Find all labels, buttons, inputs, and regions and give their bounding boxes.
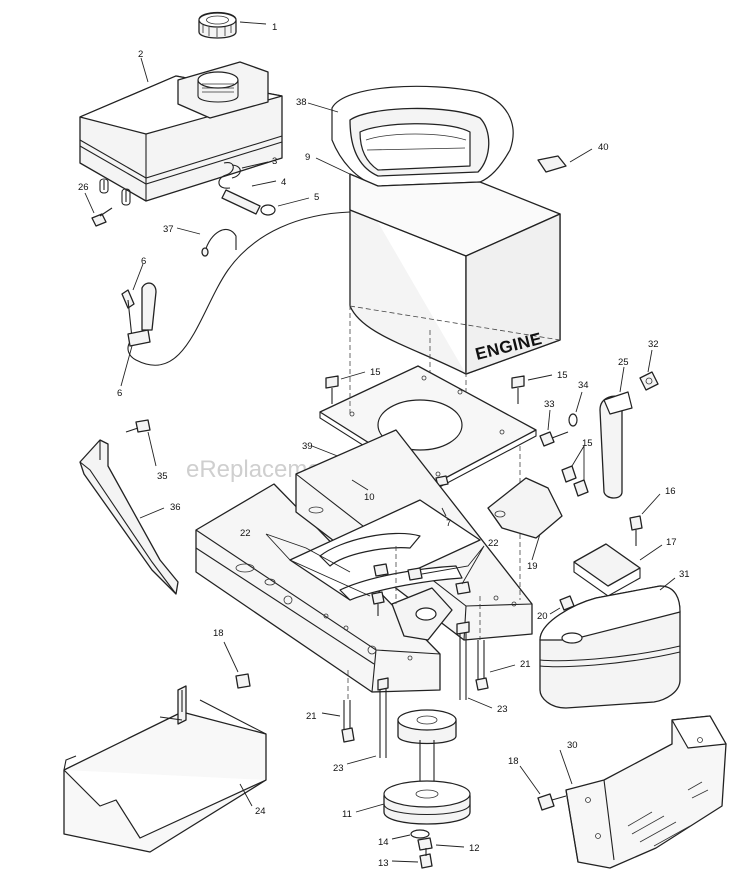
plate-bolt-15-left xyxy=(325,371,366,404)
screw-35 xyxy=(125,419,157,467)
callout-c15c: 15 xyxy=(582,438,593,449)
bolt-21-left xyxy=(321,670,355,743)
callout-c12: 12 xyxy=(469,843,480,854)
callout-c15b: 15 xyxy=(557,370,568,381)
callout-c6b: 6 xyxy=(117,388,122,399)
callout-c23b: 23 xyxy=(333,763,344,774)
callout-c14: 14 xyxy=(378,837,389,848)
callout-c38: 38 xyxy=(296,97,307,108)
callout-c32: 32 xyxy=(648,339,659,350)
bolt-16 xyxy=(629,493,661,546)
callout-c11: 11 xyxy=(342,809,352,820)
washer-34 xyxy=(568,391,583,427)
callout-c21b: 21 xyxy=(306,711,317,722)
plate-bolt-15-right xyxy=(511,374,553,404)
throttle-cable xyxy=(127,211,351,366)
fuel-tank xyxy=(79,61,283,206)
callout-c24: 24 xyxy=(255,806,266,817)
callout-c37: 37 xyxy=(163,224,174,235)
callout-c20: 20 xyxy=(537,611,548,622)
callout-c4: 4 xyxy=(281,177,286,188)
rod-23-right xyxy=(456,621,493,709)
callout-c39: 39 xyxy=(302,441,313,452)
callout-c3: 3 xyxy=(272,156,277,167)
callout-c9: 9 xyxy=(305,152,310,163)
engine-pulley xyxy=(355,709,471,825)
engine-spacer-40 xyxy=(537,148,593,173)
callout-c16: 16 xyxy=(665,486,676,497)
callout-c34: 34 xyxy=(578,380,589,391)
callout-c23a: 23 xyxy=(497,704,508,715)
callout-c19: 19 xyxy=(527,561,538,572)
pulley-hardware xyxy=(391,829,465,869)
callout-c2: 2 xyxy=(138,49,143,60)
callout-c13: 13 xyxy=(378,858,389,869)
hitch-bracket-30 xyxy=(559,715,727,869)
callout-c6a: 6 xyxy=(141,256,146,267)
bolts-15-exhaust xyxy=(561,445,589,497)
callout-c40: 40 xyxy=(598,142,609,153)
callout-c22a: 22 xyxy=(240,528,251,539)
callout-c33: 33 xyxy=(544,399,555,410)
bolt-21-right xyxy=(475,596,516,691)
callout-c1: 1 xyxy=(272,22,277,33)
callout-c25: 25 xyxy=(618,357,629,368)
callout-c5: 5 xyxy=(314,192,319,203)
callout-c18b: 18 xyxy=(508,756,519,767)
exhaust-pipe-25 xyxy=(599,366,633,499)
bolt-18-left xyxy=(223,641,251,689)
engine-block xyxy=(349,173,561,375)
gasket-32 xyxy=(639,349,659,391)
bolt-18-right xyxy=(519,765,567,811)
callout-c31: 31 xyxy=(679,569,690,580)
tank-clip-26 xyxy=(84,192,113,227)
callout-c18a: 18 xyxy=(213,628,224,639)
side-bracket-36 xyxy=(79,439,179,595)
callout-c30: 30 xyxy=(567,740,578,751)
muffler-31 xyxy=(539,577,681,709)
callout-c36: 36 xyxy=(170,502,181,513)
throttle-control-lever xyxy=(120,263,157,387)
callout-c7: 7 xyxy=(446,518,451,529)
fuel-line-hose xyxy=(218,161,310,216)
chassis-frame xyxy=(195,429,533,693)
callout-c17: 17 xyxy=(666,537,677,548)
callout-c15a: 15 xyxy=(370,367,381,378)
battery-tray-24 xyxy=(63,685,267,853)
callout-c21a: 21 xyxy=(520,659,531,670)
callout-c35: 35 xyxy=(157,471,168,482)
frame-nuts-22 xyxy=(265,533,485,616)
callout-c22b: 22 xyxy=(488,538,499,549)
fuel-cap xyxy=(198,11,237,39)
leader-lines xyxy=(140,21,447,517)
rod-23-left xyxy=(346,677,389,765)
callout-c26: 26 xyxy=(78,182,89,193)
engine-shroud xyxy=(331,85,514,187)
heat-shield-17 xyxy=(573,543,663,597)
muffler-bracket-19 xyxy=(487,477,563,561)
callout-c10: 10 xyxy=(364,492,375,503)
bolt-33 xyxy=(539,409,569,447)
